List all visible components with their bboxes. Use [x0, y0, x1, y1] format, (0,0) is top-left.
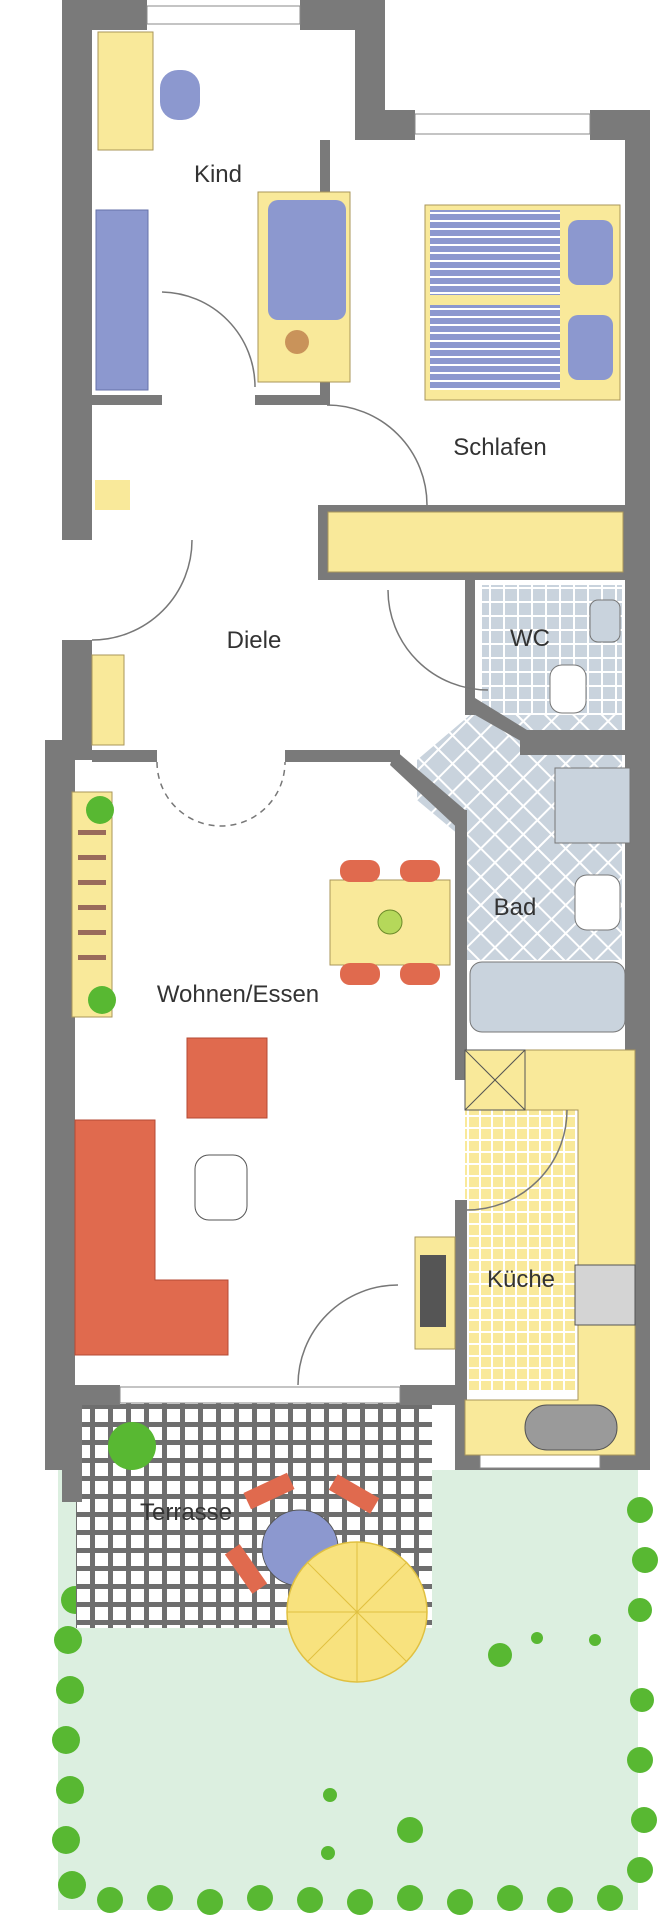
tv [420, 1255, 446, 1327]
coat-rack [95, 480, 130, 510]
room-label-wc: WC [510, 625, 550, 652]
bad-sink [574, 874, 621, 931]
bed-blanket-2 [430, 305, 560, 390]
stove [574, 1264, 636, 1326]
shower [554, 767, 631, 844]
walls [45, 0, 650, 1502]
books [78, 830, 106, 960]
desk-chair [160, 70, 200, 120]
plant-bottom [88, 986, 116, 1014]
windows [119, 5, 601, 1469]
room-label-terrasse: Terrasse [140, 1499, 232, 1526]
parasol [286, 1541, 428, 1683]
room-label-diele: Diele [227, 627, 282, 654]
room-label-kind: Kind [194, 161, 242, 188]
armchair [186, 1037, 268, 1119]
pillow-1 [568, 220, 613, 285]
kind-blanket [268, 200, 346, 320]
room-label-wohnen-essen: Wohnen/Essen [157, 981, 319, 1008]
dining-bowl [377, 909, 403, 935]
diele-shelf [91, 654, 125, 746]
desk [97, 31, 154, 151]
kitchen-sink [524, 1404, 618, 1451]
room-label-kueche: Küche [487, 1266, 555, 1293]
kind-wardrobe [95, 209, 149, 391]
doors [91, 291, 568, 1386]
schlafen-wardrobe [327, 511, 624, 573]
terrace-shrub [108, 1422, 156, 1470]
bed-blanket-1 [430, 210, 560, 295]
wc-sink [589, 599, 621, 643]
room-label-schlafen: Schlafen [453, 434, 546, 461]
bathtub [469, 961, 626, 1033]
dining-chairs [340, 860, 440, 985]
sofa [74, 1119, 229, 1356]
teddy-bear [285, 330, 309, 354]
hedge [52, 1497, 658, 1915]
pillow-2 [568, 315, 613, 380]
coffee-table [194, 1154, 248, 1221]
plant-top [86, 796, 114, 824]
bookshelf [71, 791, 113, 1018]
room-label-bad: Bad [494, 894, 537, 921]
wc-toilet [549, 664, 587, 714]
